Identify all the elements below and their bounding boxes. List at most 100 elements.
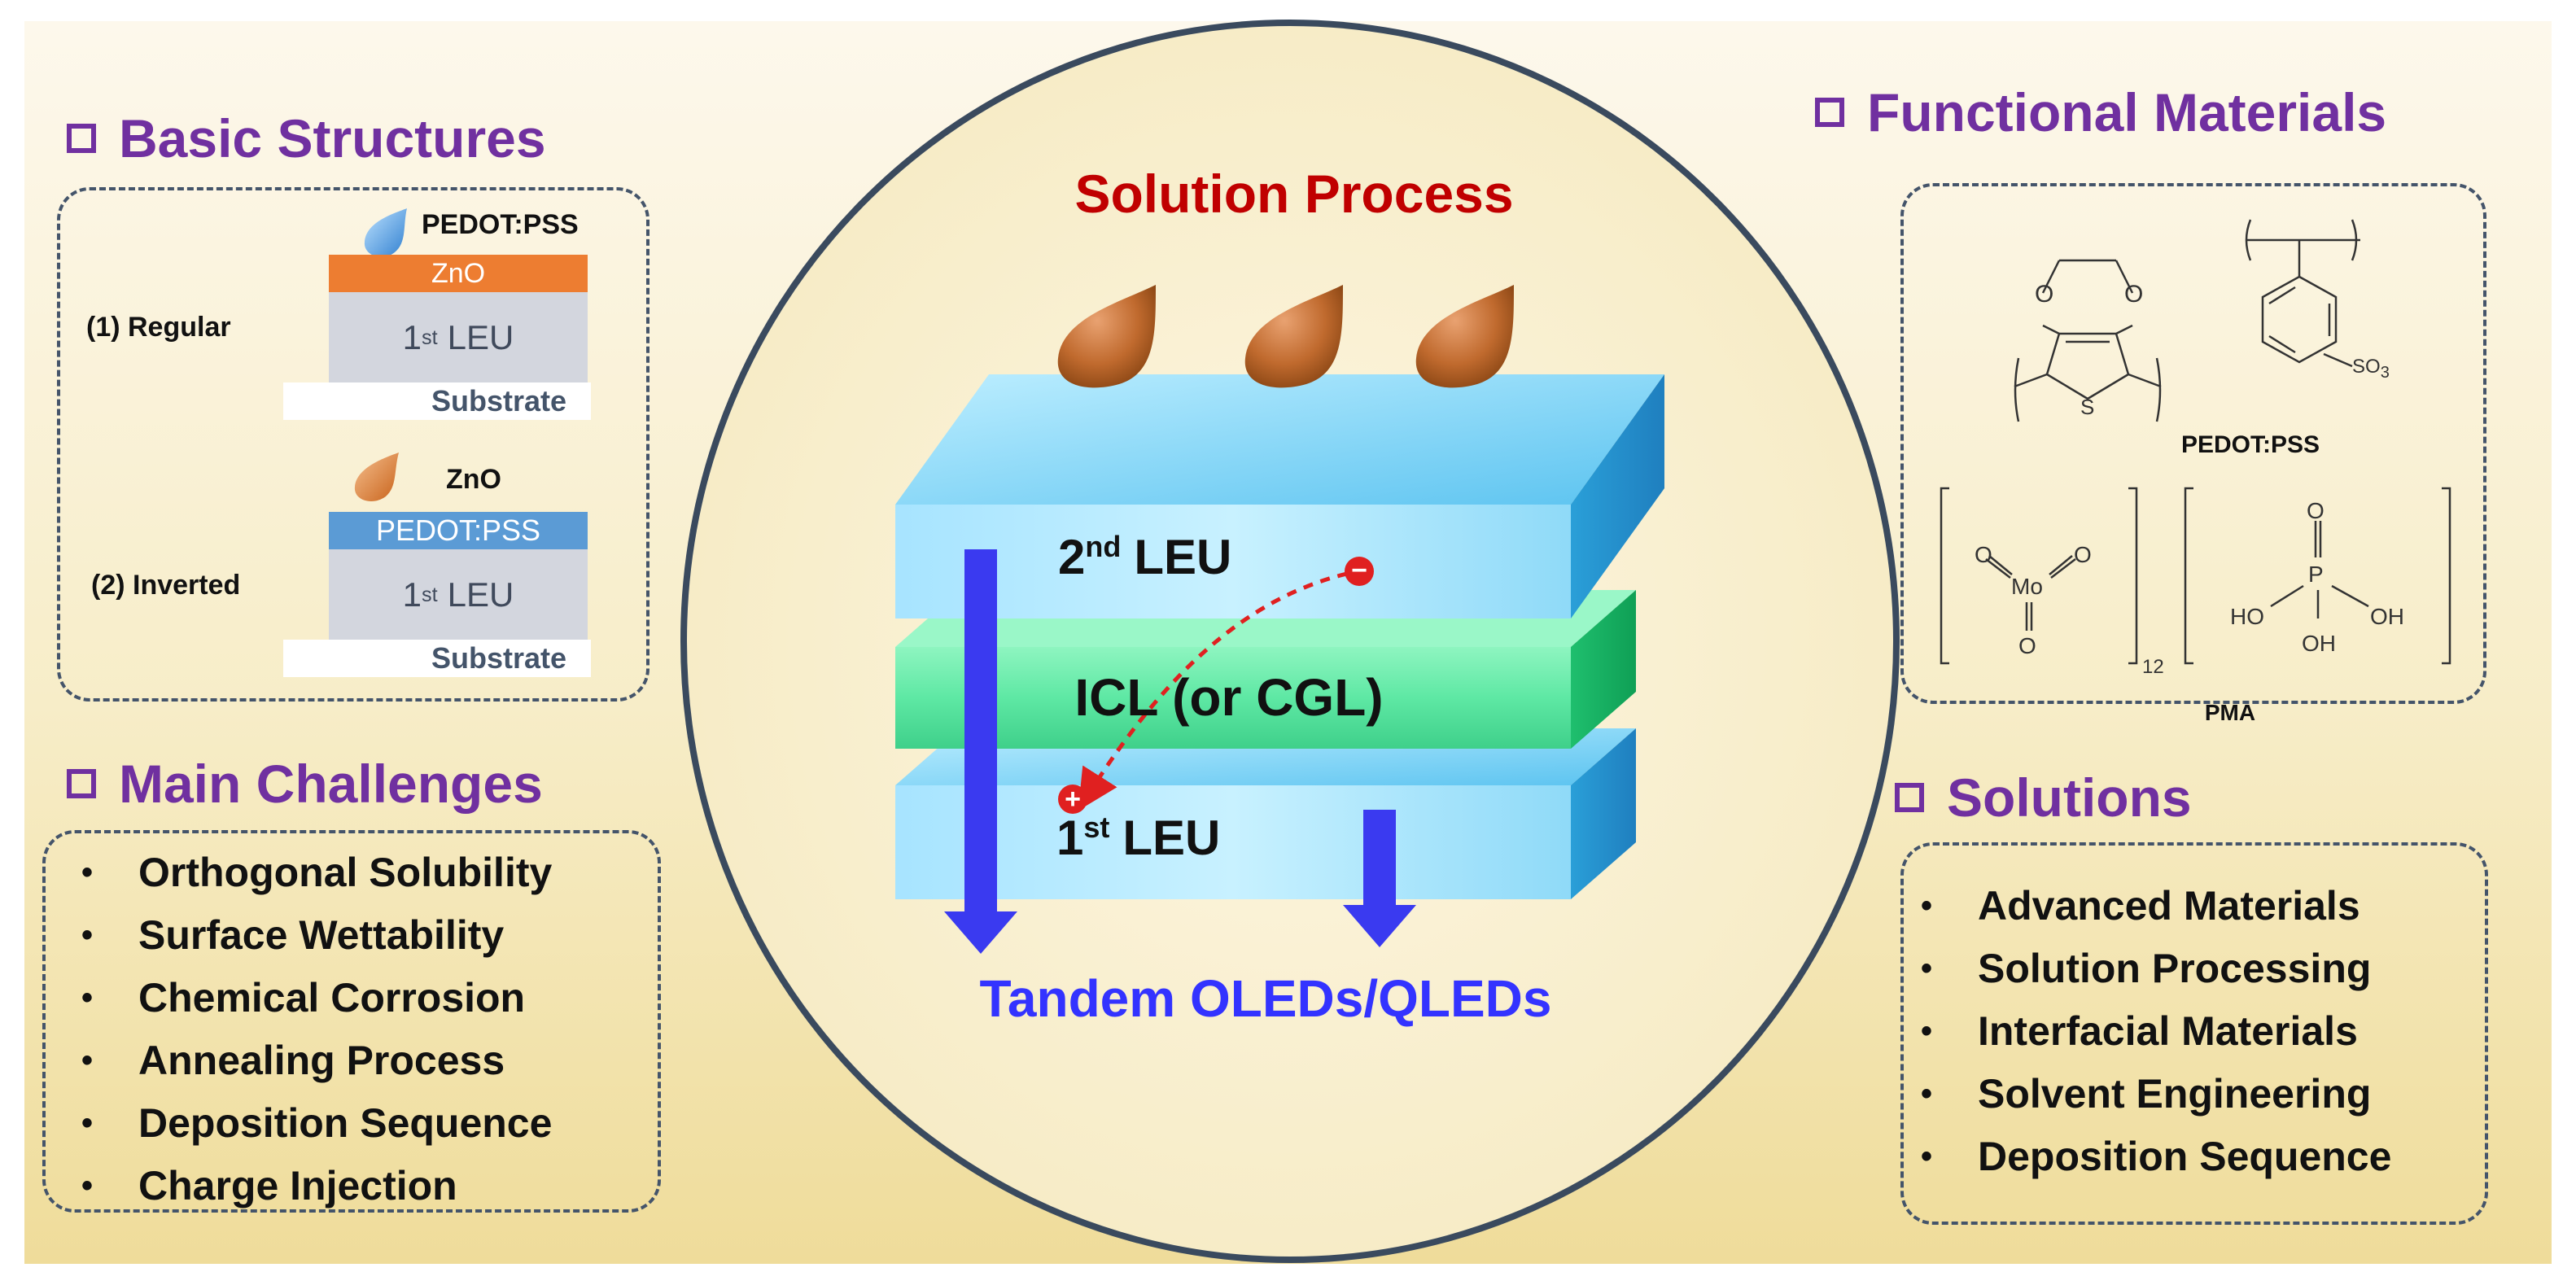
atom-oh-2: OH [2302, 631, 2336, 656]
main-challenges-list: • Orthogonal Solubility • Surface Wettabil… [81, 841, 553, 1217]
checkbox-square-icon [67, 124, 96, 153]
atom-ho: HO [2230, 604, 2264, 629]
atom-oh-1: OH [2370, 604, 2404, 629]
list-item-text: Advanced Materials [1978, 883, 2360, 929]
regular-leu-prefix: 1 [402, 317, 422, 356]
list-item-text: Solution Processing [1978, 946, 2372, 991]
zno-droplet-icon [354, 452, 399, 502]
basic-structures-panel [57, 187, 649, 702]
pedot-pss-caption: PEDOT:PSS [2180, 431, 2320, 458]
pma-subscript: 12 [2142, 656, 2164, 678]
list-item: •Solution Processing [1921, 938, 2391, 1000]
solution-process-title: Solution Process [1074, 164, 1514, 224]
pma-caption: PMA [2204, 700, 2256, 725]
list-item: • Surface Wettability [81, 904, 552, 967]
bottom-leu-sup: st [1083, 811, 1110, 844]
list-item: • Annealing Process [81, 1029, 552, 1092]
checkbox-square-icon [67, 769, 96, 798]
icl-label: ICL (or CGL) [1074, 668, 1384, 727]
inverted-label: (2) Inverted [91, 570, 241, 601]
atom-o-5: O [2018, 633, 2036, 658]
top-leu-text: LEU [1134, 530, 1232, 584]
list-item: • Orthogonal Solubility [81, 841, 553, 904]
bullet-icon: • [81, 1168, 94, 1204]
so-text: SO [2352, 356, 2381, 378]
charge-transfer-path [1078, 571, 1348, 811]
hole-sign: + [1065, 784, 1081, 815]
regular-zno-layer: ZnO [329, 255, 588, 292]
solutions-panel [1900, 842, 2488, 1225]
main-challenges-panel [42, 830, 661, 1213]
bullet-icon: • [81, 1105, 94, 1141]
atom-o-2: O [2124, 281, 2144, 308]
atom-o-4: O [2074, 542, 2092, 567]
functional-materials-title: Functional Materials [1815, 81, 2386, 143]
pedot-droplet-icon [364, 208, 407, 257]
bullet-icon: • [1921, 1013, 1933, 1049]
bottom-leu-prefix: 1 [1056, 811, 1084, 865]
regular-substrate-layer: Substrate [283, 382, 591, 420]
tandem-title: Tandem OLEDs/QLEDs [979, 969, 1552, 1028]
pss-structure [2245, 219, 2360, 368]
list-item-text: Chemical Corrosion [138, 975, 526, 1021]
regular-label: (1) Regular [86, 312, 231, 343]
left-blue-arrow [944, 549, 1017, 954]
regular-leu-label: LEU [447, 317, 514, 356]
atom-o-3: O [1975, 542, 1992, 567]
bullet-icon: • [1921, 888, 1933, 924]
list-item-text: Annealing Process [138, 1038, 505, 1083]
atom-s: S [2080, 395, 2095, 419]
hole-icon [1058, 785, 1087, 814]
list-item: • Advanced Materials [1921, 875, 2391, 938]
top-leu-block [895, 374, 1664, 618]
list-item-text: Orthogonal Solubility [138, 850, 553, 895]
atom-p: P [2308, 562, 2324, 587]
regular-droplet-label: PEDOT:PSS [422, 209, 579, 240]
right-blue-arrow [1343, 810, 1416, 947]
list-item: • Deposition Sequence [81, 1092, 553, 1155]
bullet-icon: • [81, 1042, 94, 1078]
list-item-text: Surface Wettability [138, 912, 505, 958]
bullet-icon: • [1921, 1076, 1933, 1112]
bottom-leu-label: 1st LEU [1056, 810, 1220, 866]
list-item: • Interfacial Materials [1921, 1000, 2391, 1063]
inverted-leu-prefix: 1 [402, 575, 422, 614]
list-item: • Chemical Corrosion [81, 967, 552, 1029]
atom-o-1: O [2035, 281, 2054, 308]
electron-icon [1345, 557, 1374, 586]
bullet-icon: • [81, 854, 94, 890]
inverted-leu-label: LEU [447, 575, 514, 614]
bottom-leu-block [895, 728, 1636, 899]
solutions-title-text: Solutions [1947, 767, 2192, 828]
inverted-droplet-label: ZnO [446, 464, 501, 495]
functional-materials-panel [1900, 183, 2486, 704]
bullet-icon: • [81, 917, 94, 953]
list-item-text: Charge Injection [138, 1163, 457, 1209]
top-leu-prefix: 2 [1058, 530, 1086, 584]
inverted-substrate-layer: Substrate [283, 640, 591, 677]
droplet-icon [1057, 285, 1156, 388]
droplet-icon [1415, 285, 1514, 388]
solutions-list: •Advanced Materials •Solution Processing… [1921, 875, 2392, 1188]
checkbox-square-icon [1895, 783, 1924, 812]
atom-so3: SO3 [2352, 356, 2390, 382]
bottom-leu-text: LEU [1122, 811, 1221, 865]
atom-mo: Mo [2011, 574, 2043, 599]
basic-structures-title: Basic Structures [67, 107, 546, 169]
list-item-text: Interfacial Materials [1978, 1008, 2358, 1054]
main-challenges-title-text: Main Challenges [119, 754, 543, 814]
list-item: •Solvent Engineering [1921, 1063, 2391, 1125]
list-item: • Charge Injection [81, 1155, 552, 1217]
top-leu-sup: nd [1085, 530, 1122, 563]
droplet-icon [1244, 285, 1343, 388]
bullet-icon: • [81, 980, 94, 1016]
list-item-text: Deposition Sequence [138, 1100, 553, 1146]
basic-structures-title-text: Basic Structures [119, 108, 546, 168]
list-item-text: Deposition Sequence [1978, 1134, 2392, 1179]
top-leu-label: 2nd LEU [1058, 529, 1231, 585]
bullet-icon: • [1921, 1139, 1933, 1174]
main-challenges-title: Main Challenges [67, 753, 543, 815]
